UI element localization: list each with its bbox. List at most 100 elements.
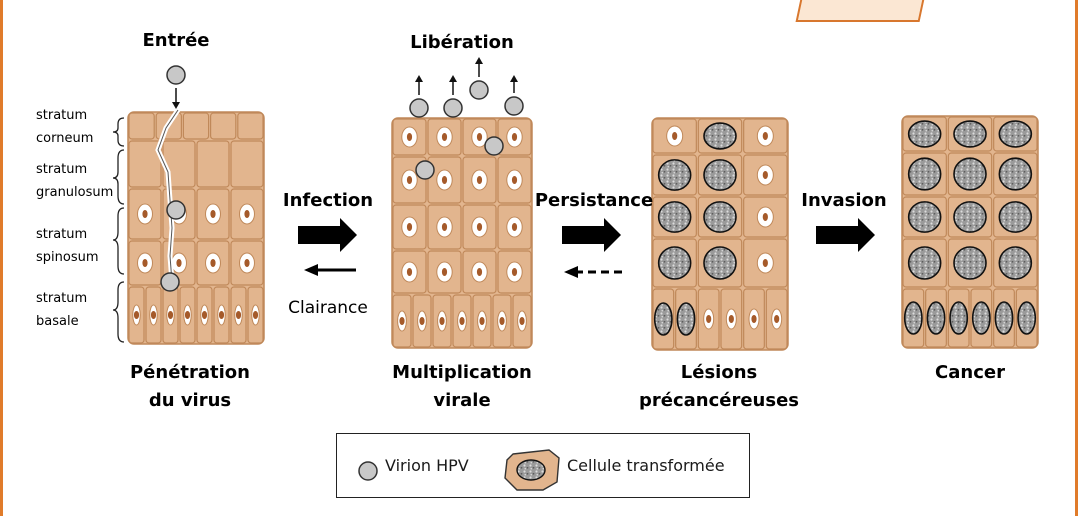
tissue-cell: [925, 288, 947, 348]
cell-nucleus: [762, 213, 768, 221]
stage-precancer-line2: précancéreuses: [639, 390, 799, 411]
cell-nucleus: [244, 259, 250, 267]
cell-nucleus: [706, 315, 712, 323]
cell-nucleus: [244, 210, 250, 218]
stage-multiplication-line1: Multiplication: [392, 362, 532, 383]
strata-corneum-1: stratum: [36, 108, 87, 123]
cell-nucleus: [406, 268, 413, 276]
tissue-cell: [720, 288, 743, 350]
tissue-cell: [230, 140, 264, 188]
entry-arrowhead: [172, 102, 180, 109]
cell-nucleus: [751, 315, 757, 323]
tissue-cell: [230, 240, 264, 286]
transformed-nucleus: [657, 246, 692, 280]
tissue-cell: [743, 196, 788, 238]
label-invasion: Invasion: [801, 190, 886, 211]
stage-penetration-line1: Pénétration: [130, 362, 250, 383]
strata-braces: [112, 117, 125, 343]
tissue-cell: [427, 118, 462, 156]
tissue-cell: [128, 188, 162, 240]
transformed-nucleus: [907, 157, 942, 191]
tissue-cell: [237, 112, 264, 140]
tissue-cell: [993, 152, 1038, 196]
tissue-cell: [497, 250, 532, 294]
cell-nucleus: [511, 176, 518, 184]
tissue-cell: [675, 288, 697, 350]
tissue-cell: [196, 140, 230, 188]
arrow-infection: [298, 218, 357, 252]
tissue-cell: [947, 196, 993, 238]
tissue-cell: [128, 140, 162, 188]
tissue-cell: [162, 188, 196, 240]
strata-basale-1: stratum: [36, 291, 87, 306]
cell-nucleus: [762, 132, 768, 140]
tissue-cell: [128, 286, 145, 344]
cell-nucleus: [476, 176, 483, 184]
transformed-nucleus: [676, 302, 696, 336]
cell-nucleus: [511, 223, 518, 231]
cell-nucleus: [762, 171, 768, 179]
legend-virion-icon: [358, 461, 378, 481]
transformed-nucleus: [907, 201, 942, 233]
cell-nucleus: [519, 317, 525, 325]
cell-nucleus: [150, 311, 157, 319]
label-infection: Infection: [283, 190, 373, 211]
transformed-nucleus: [998, 201, 1033, 233]
cell-nucleus: [167, 311, 174, 319]
cell-nucleus: [252, 311, 259, 319]
tissue-cell: [462, 204, 497, 250]
cell-nucleus: [210, 259, 216, 267]
legend-virion-label: Virion HPV: [385, 456, 469, 475]
arrow-clairance: [304, 264, 356, 276]
tissue-cell: [462, 250, 497, 294]
cell-nucleus: [441, 268, 448, 276]
tissue-cell: [697, 238, 743, 288]
tissue-cell: [993, 238, 1038, 288]
cell-nucleus: [210, 210, 216, 218]
transformed-nucleus: [971, 301, 991, 335]
tissue-cell: [213, 286, 230, 344]
transformed-nucleus: [998, 157, 1033, 191]
label-clairance: Clairance: [288, 298, 368, 318]
cell-nucleus: [399, 317, 405, 325]
tissue-block-precancerous: [651, 117, 789, 351]
tissue-block-penetration: [127, 111, 265, 345]
transformed-nucleus: [657, 159, 692, 191]
transformed-nucleus: [953, 201, 987, 233]
cell-nucleus: [406, 223, 413, 231]
transformed-nucleus: [953, 120, 987, 148]
tissue-cell: [902, 116, 947, 152]
tissue-cell: [497, 204, 532, 250]
legend-box: Virion HPV Cellule transformée: [336, 433, 750, 498]
tissue-cell: [993, 196, 1038, 238]
tissue-cell: [993, 288, 1015, 348]
tissue-cell: [392, 156, 427, 204]
tissue-cell: [902, 152, 947, 196]
cell-nucleus: [218, 311, 225, 319]
tissue-cell: [743, 118, 788, 154]
cell-nucleus: [441, 176, 448, 184]
tissue-cell: [182, 112, 210, 140]
cell-nucleus: [441, 133, 448, 141]
strata-spinosum-2: spinosum: [36, 250, 99, 265]
strata-granulosum-1: stratum: [36, 162, 87, 177]
cell-nucleus: [476, 268, 483, 276]
arrow-persistance-reverse: [564, 266, 622, 278]
tissue-cell: [993, 116, 1038, 152]
tissue-cell: [128, 240, 162, 286]
label-liberation: Libération: [410, 32, 514, 53]
tissue-cell: [412, 294, 432, 348]
tissue-cell: [652, 154, 697, 196]
tissue-cell: [492, 294, 512, 348]
cell-nucleus: [762, 259, 768, 267]
tissue-block-cancer: [901, 115, 1039, 349]
cell-nucleus: [439, 317, 445, 325]
tissue-cell: [230, 188, 264, 240]
stage-precancer-line1: Lésions: [681, 362, 757, 383]
tissue-cell: [196, 286, 213, 344]
transformed-nucleus: [953, 157, 987, 191]
tissue-cell: [697, 154, 743, 196]
transformed-nucleus: [703, 159, 737, 191]
legend-cell-label: Cellule transformée: [567, 456, 725, 475]
